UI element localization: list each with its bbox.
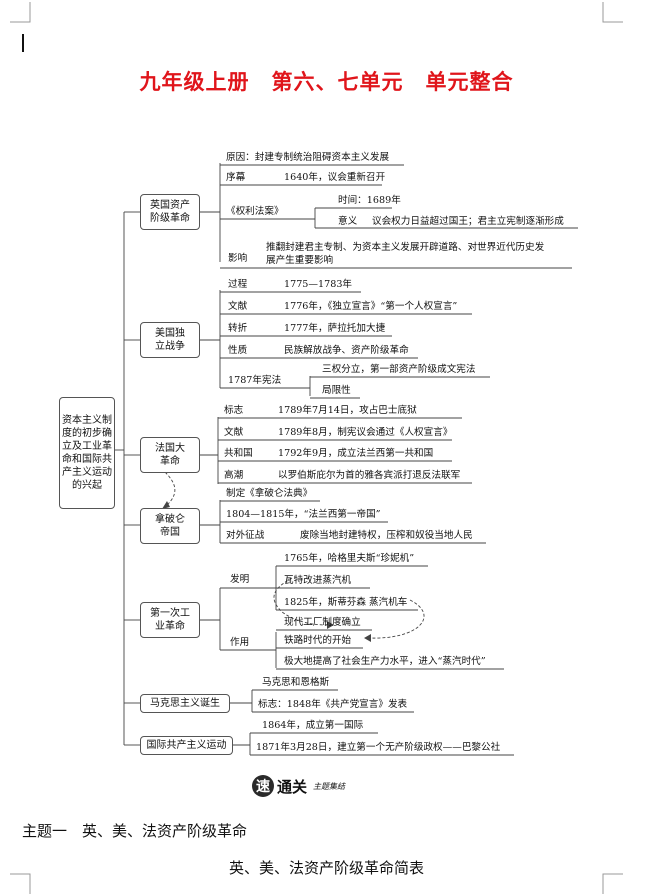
node-communist-movement: 国际共产主义运动 — [140, 736, 233, 755]
node-marxism-label: 马克思主义诞生 — [150, 698, 220, 709]
industrial-invent2: 瓦特改进蒸汽机 — [284, 575, 352, 586]
napoleon-code: 制定《拿破仑法典》 — [226, 488, 313, 499]
node-industrial-revolution: 第一次工业革命 — [140, 602, 200, 638]
industrial-invent-label: 发明 — [230, 574, 250, 585]
section-logo: 速 通关 主题集结 — [252, 775, 345, 797]
mindmap-root-label: 资本主义制度的初步确立及工业革命和国际共产主义运动的兴起 — [62, 415, 112, 491]
section-topic: 主题一 英、美、法资产阶级革命 — [22, 822, 248, 840]
american-turn-label: 转折 — [228, 323, 248, 334]
american-doc-text: 1776年，《独立宣言》“第一个人权宣言” — [284, 301, 458, 312]
english-prelude-label: 序幕 — [226, 172, 246, 183]
english-bill-meaning-label: 意义 — [338, 216, 358, 227]
node-marxism: 马克思主义诞生 — [140, 694, 230, 713]
industrial-invent3: 1825年，斯蒂芬森 蒸汽机车 — [284, 597, 408, 608]
text-cursor — [22, 34, 24, 52]
node-french-revolution: 法国大革命 — [140, 437, 200, 473]
node-napoleon-empire: 拿破仑帝国 — [140, 508, 200, 544]
american-process-label: 过程 — [228, 279, 248, 290]
industrial-effect-label: 作用 — [230, 637, 250, 648]
node-english-revolution-label: 英国资产阶级革命 — [150, 200, 190, 224]
communist-item1: 1864年，成立第一国际 — [262, 720, 364, 731]
french-republic-label: 共和国 — [224, 448, 253, 459]
french-climax-label: 高潮 — [224, 470, 244, 481]
english-prelude-text: 1640年，议会重新召开 — [284, 172, 386, 183]
napoleon-war-text: 废除当地封建特权，压榨和奴役当地人民 — [300, 530, 473, 541]
node-industrial-revolution-label: 第一次工业革命 — [150, 608, 190, 632]
american-turn-text: 1777年，萨拉托加大捷 — [284, 323, 386, 334]
table-title: 英、美、法资产阶级革命简表 — [228, 859, 424, 877]
english-cause: 原因：封建专制统治阻碍资本主义发展 — [226, 152, 390, 163]
node-french-revolution-label: 法国大革命 — [155, 443, 185, 467]
french-republic-text: 1792年9月，成立法兰西第一共和国 — [278, 448, 434, 459]
marxism-founder: 马克思和恩格斯 — [262, 677, 330, 688]
communist-item2: 1871年3月28日，建立第一个无产阶级政权——巴黎公社 — [256, 742, 501, 753]
english-impact-label: 影响 — [228, 253, 248, 264]
industrial-effect3: 极大地提高了社会生产力水平，进入“蒸汽时代” — [284, 656, 486, 667]
french-doc-label: 文献 — [224, 427, 244, 438]
american-nature-text: 民族解放战争、资产阶级革命 — [284, 345, 409, 356]
french-sign-label: 标志 — [224, 405, 244, 416]
english-impact-line1: 推翻封建君主专制、为资本主义发展开辟道路、对世界近代历史发 — [266, 242, 545, 253]
english-bill-label: 《权利法案》 — [226, 206, 284, 217]
industrial-effect1: 现代工厂制度确立 — [284, 617, 361, 628]
napoleon-empire: 1804—1815年，“法兰西第一帝国” — [226, 509, 381, 520]
node-communist-movement-label: 国际共产主义运动 — [146, 740, 227, 751]
logo-main-text: 通关 — [277, 777, 308, 796]
english-bill-meaning-text: 议会权力日益超过国王；君主立宪制逐渐形成 — [372, 216, 564, 227]
node-american-war-label: 美国独立战争 — [155, 328, 185, 352]
american-process-text: 1775—1783年 — [284, 279, 353, 290]
industrial-effect2: 铁路时代的开始 — [284, 635, 352, 646]
american-const-label: 1787年宪法 — [228, 375, 282, 386]
english-bill-time: 时间：1689年 — [338, 195, 401, 206]
english-impact-line2: 展产生重要影响 — [266, 255, 334, 266]
french-sign-text: 1789年7月14日，攻占巴士底狱 — [278, 405, 417, 416]
marxism-sign: 标志：1848年《共产党宣言》发表 — [258, 699, 408, 710]
node-english-revolution: 英国资产阶级革命 — [140, 194, 200, 230]
french-climax-text: 以罗伯斯庇尔为首的雅各宾派打退反法联军 — [278, 470, 461, 481]
american-const-text1: 三权分立，第一部资产阶级成文宪法 — [322, 364, 476, 375]
page-title: 九年级上册 第六、七单元 单元整合 — [139, 70, 514, 94]
american-doc-label: 文献 — [228, 301, 248, 312]
american-nature-label: 性质 — [228, 345, 248, 356]
node-american-war: 美国独立战争 — [140, 322, 200, 358]
american-const-text2: 局限性 — [322, 385, 351, 396]
logo-sub-text: 主题集结 — [313, 781, 346, 791]
logo-badge-icon: 速 — [252, 775, 274, 797]
node-napoleon-empire-label: 拿破仑帝国 — [155, 514, 185, 538]
industrial-invent1: 1765年，哈格里夫斯“珍妮机” — [284, 553, 415, 564]
napoleon-war-label: 对外征战 — [226, 530, 265, 541]
french-doc-text: 1789年8月，制宪议会通过《人权宣言》 — [278, 427, 453, 438]
mindmap-root: 资本主义制度的初步确立及工业革命和国际共产主义运动的兴起 — [59, 397, 115, 509]
